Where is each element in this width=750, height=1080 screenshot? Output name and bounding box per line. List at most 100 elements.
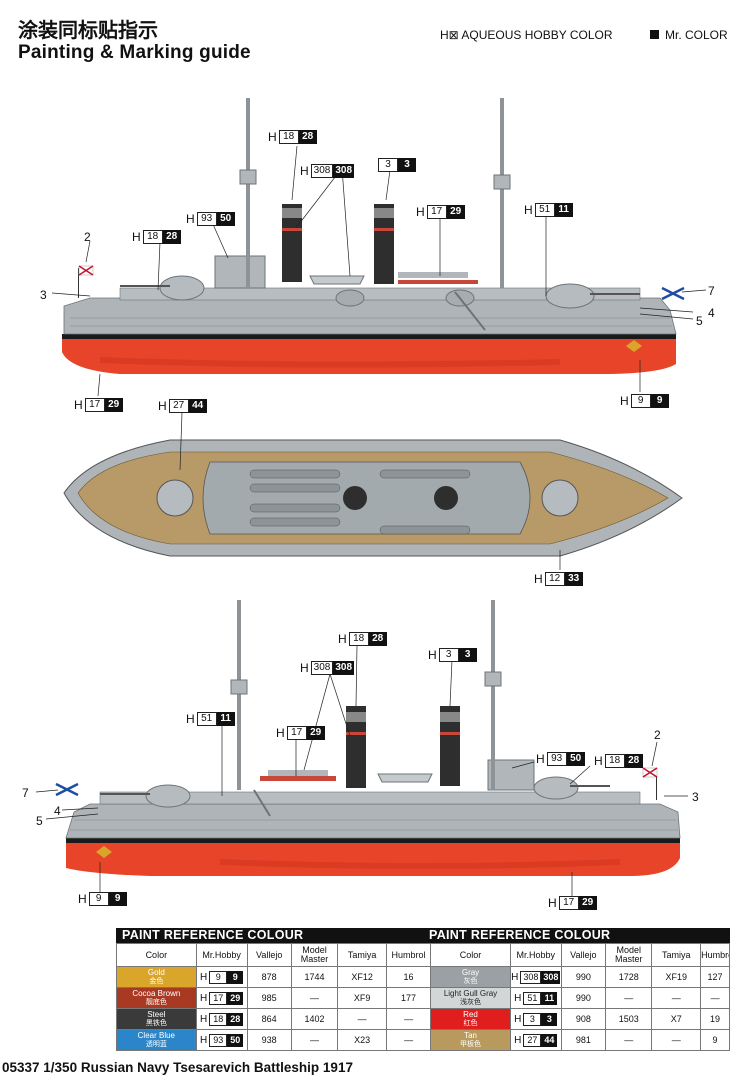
tamiya-code: X7: [651, 1008, 702, 1030]
humbrol-code: 19: [700, 1008, 730, 1030]
marker-2: 2: [84, 230, 91, 244]
ship-illustrations: [35, 98, 707, 896]
footer-product-title: 05337 1/350 Russian Navy Tsesarevich Bat…: [2, 1060, 353, 1075]
side-view-port: [51, 98, 707, 397]
tamiya-code: —: [651, 987, 702, 1009]
humbrol-code: 177: [385, 987, 432, 1009]
marker-5: 5: [696, 314, 703, 328]
black-square-icon: [650, 30, 659, 39]
humbrol-code: 127: [700, 966, 730, 988]
marker-7-bottom: 7: [22, 786, 29, 800]
vallejo-code: 864: [246, 1008, 292, 1030]
tamiya-code: XF12: [337, 966, 387, 988]
title-english: Painting & Marking guide: [18, 42, 251, 63]
humbrol-code: 9: [700, 1029, 730, 1051]
paint-table-columns: Color Mr.Hobby Vallejo Model Master Tami…: [116, 943, 730, 967]
legend-mr-color: Mr. COLOR: [650, 28, 728, 42]
model-master-code: —: [290, 987, 339, 1009]
paint-table-header: PAINT REFERENCE COLOUR PAINT REFERENCE C…: [116, 928, 730, 943]
vallejo-code: 938: [246, 1029, 292, 1051]
vallejo-code: 981: [560, 1029, 606, 1051]
tamiya-code: X23: [337, 1029, 387, 1051]
legend-aqueous: H⊠ AQUEOUS HOBBY COLOR: [440, 28, 613, 42]
title-chinese: 涂装同标贴指示: [18, 18, 158, 42]
model-master-code: 1503: [604, 1008, 653, 1030]
marker-4: 4: [708, 306, 715, 320]
model-master-code: —: [604, 987, 653, 1009]
tamiya-code: —: [651, 1029, 702, 1051]
marker-3-bottom: 3: [692, 790, 699, 804]
marker-2-bottom: 2: [654, 728, 661, 742]
tamiya-code: XF9: [337, 987, 387, 1009]
model-master-code: —: [604, 1029, 653, 1051]
marker-4-bottom: 4: [54, 804, 61, 818]
vallejo-code: 878: [246, 966, 292, 988]
model-master-code: 1402: [290, 1008, 339, 1030]
marker-5-bottom: 5: [36, 814, 43, 828]
propeller: [626, 340, 642, 352]
vallejo-code: 990: [560, 966, 606, 988]
marker-3: 3: [40, 288, 47, 302]
model-master-code: 1728: [604, 966, 653, 988]
boot-top-stripe: [62, 334, 676, 339]
model-master-code: 1744: [290, 966, 339, 988]
humbrol-code: —: [700, 987, 730, 1009]
marker-7: 7: [708, 284, 715, 298]
humbrol-code: —: [385, 1008, 432, 1030]
humbrol-code: —: [385, 1029, 432, 1051]
tamiya-code: XF19: [651, 966, 702, 988]
hull-gray-upper: [63, 297, 677, 335]
side-view-starboard: [35, 600, 688, 896]
humbrol-code: 16: [385, 966, 432, 988]
vallejo-code: 985: [246, 987, 292, 1009]
vallejo-code: 908: [560, 1008, 606, 1030]
tamiya-code: —: [337, 1008, 387, 1030]
vallejo-code: 990: [560, 987, 606, 1009]
paint-reference-table: PAINT REFERENCE COLOUR PAINT REFERENCE C…: [116, 928, 730, 1051]
hull-red-underwater: [62, 338, 676, 374]
model-master-code: —: [290, 1029, 339, 1051]
top-down-view: [63, 412, 683, 570]
hull-red-underwater: [66, 842, 680, 876]
